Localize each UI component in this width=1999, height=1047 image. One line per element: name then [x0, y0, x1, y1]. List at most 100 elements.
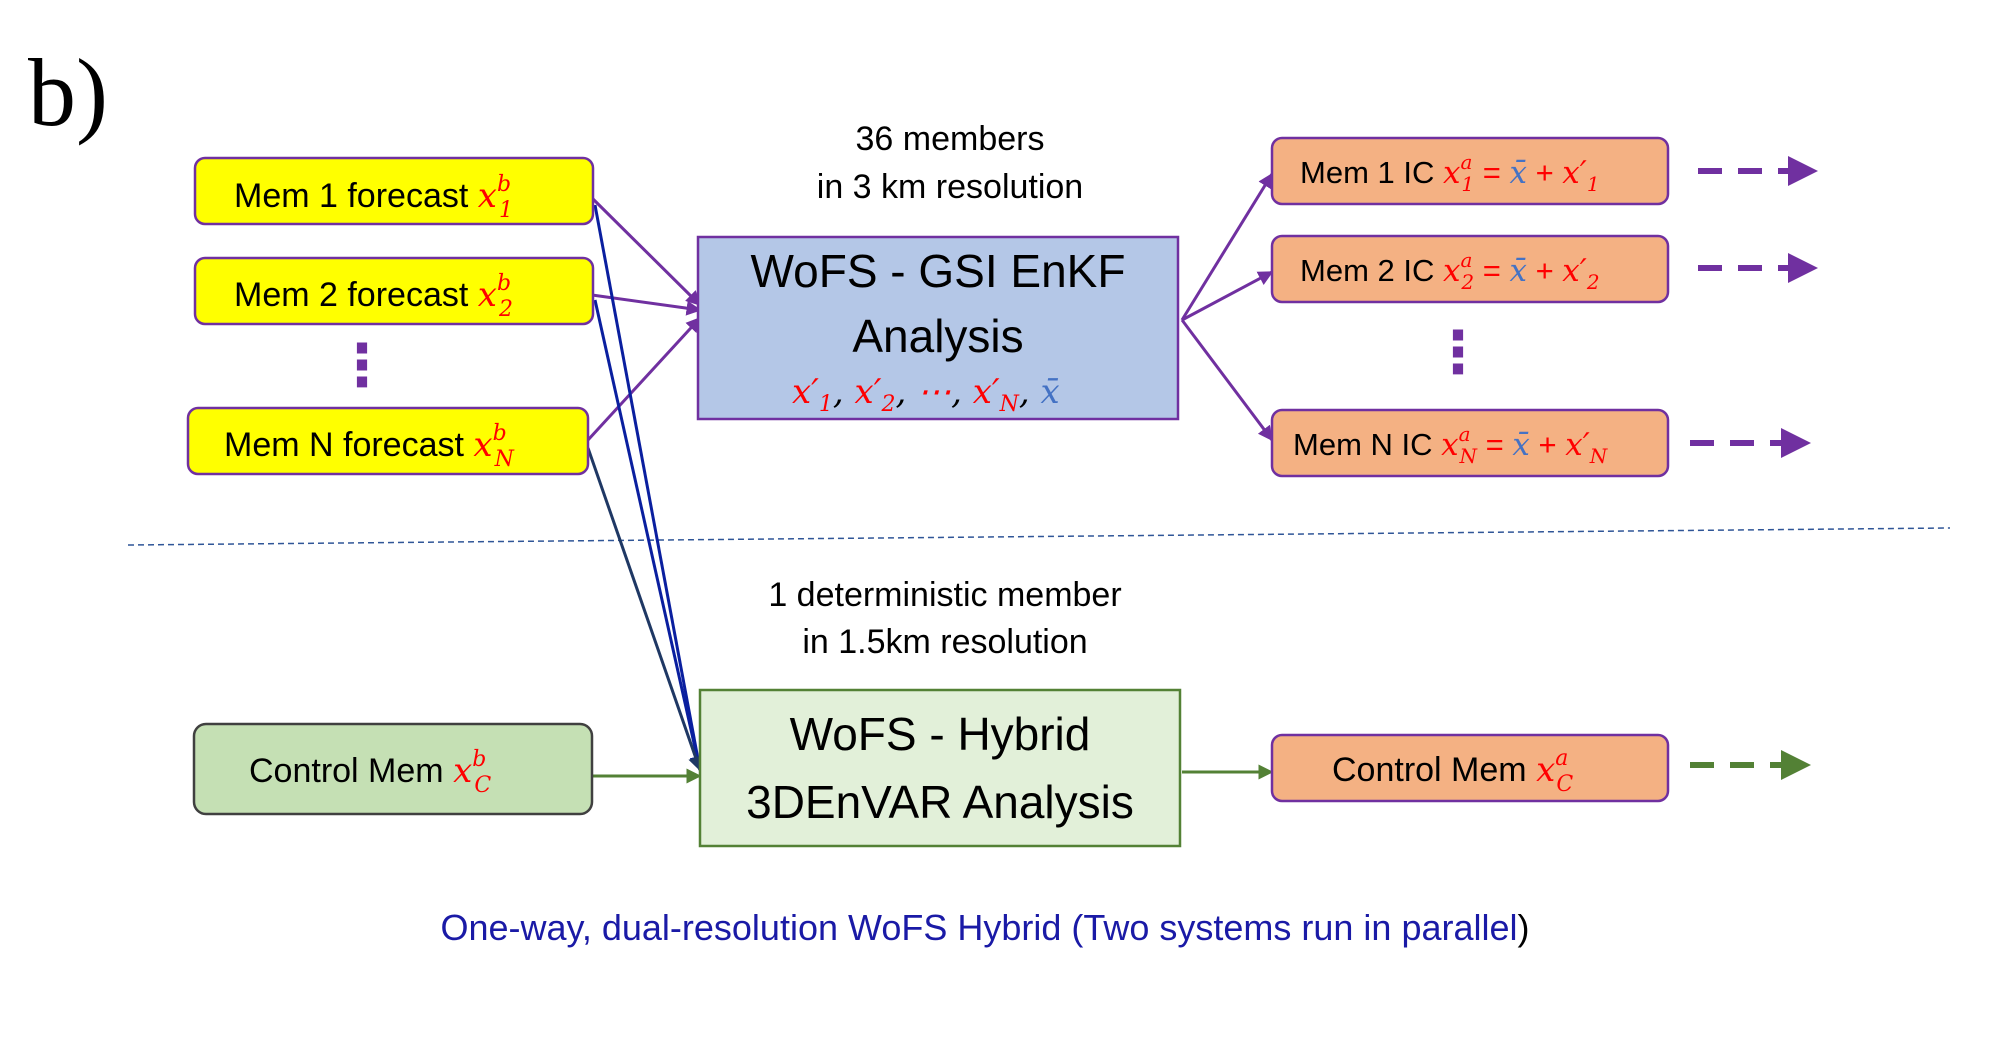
svg-text:Control Mem xaC: Control Mem xaC: [1332, 746, 1573, 797]
forecast-mem2-var: x: [478, 275, 497, 315]
svg-text:Mem 1 IC xa1 = x̄ + x′1: Mem 1 IC xa1 = x̄ + x′1: [1300, 150, 1600, 196]
top-caption-line1: 36 members: [856, 120, 1045, 158]
arrow-memN-to-enkf: [586, 316, 702, 442]
enkf-title-line2: Analysis: [852, 310, 1023, 362]
ic2-pert: x′: [1562, 253, 1587, 289]
forecast-memN-var: x: [473, 425, 492, 465]
arrow-mem1-to-hybrid: [593, 204, 705, 772]
forecast-mem1-sub: 1: [499, 198, 513, 223]
footer-caption: One-way, dual-resolution WoFS Hybrid (Tw…: [440, 907, 1529, 948]
top-caption-line2: in 3 km resolution: [817, 168, 1083, 206]
forecast-memN-sup: b: [493, 421, 507, 446]
ic1-label: Mem 1 IC: [1300, 155, 1443, 190]
forecast-control-label: Control Mem: [249, 752, 453, 790]
svg-text:Mem 2 IC xa2 = x̄ + x′2: Mem 2 IC xa2 = x̄ + x′2: [1300, 248, 1600, 294]
arrow-mem2-to-hybrid: [593, 299, 705, 772]
bottom-caption-line2: in 1.5km resolution: [802, 623, 1087, 661]
forecast-control-sub: C: [474, 773, 491, 798]
footer-caption-text: One-way, dual-resolution WoFS Hybrid (Tw…: [440, 907, 1517, 948]
icN-pert: x′: [1565, 427, 1590, 463]
right-vertical-ellipsis: ⋮: [1429, 320, 1487, 385]
enkf-to-ic-arrows: [1180, 172, 1274, 442]
ic2-label: Mem 2 IC: [1300, 253, 1443, 288]
ic-control-var: x: [1536, 750, 1555, 790]
ic2-lhs: x: [1443, 253, 1461, 289]
svg-text:Control Mem xbC: Control Mem xbC: [249, 747, 491, 798]
ic1-lhs: x: [1443, 155, 1461, 191]
footer-caption-close: ): [1518, 907, 1530, 948]
svg-text:Mem N forecast xbN: Mem N forecast xbN: [224, 421, 515, 472]
forecast-control-sup: b: [472, 747, 486, 772]
forecast-mem2-sub: 2: [498, 297, 513, 322]
forecast-mem1-label: Mem 1 forecast: [234, 177, 478, 215]
separator-line: [127, 527, 1951, 546]
arrow-mem1-to-enkf: [590, 196, 702, 307]
forecast-control-var: x: [453, 751, 472, 791]
ic1-eq: =: [1474, 155, 1509, 190]
svg-text:Mem 1 forecast xb1: Mem 1 forecast xb1: [234, 172, 513, 223]
icN-pert-sub: N: [1589, 444, 1609, 468]
icN-sup: a: [1459, 422, 1471, 446]
icN-lhs: x: [1441, 427, 1459, 463]
bottom-caption-line1: 1 deterministic member: [768, 576, 1121, 614]
enkf-pert-2-sub: 2: [880, 392, 895, 417]
ic-control-sub: C: [1556, 772, 1573, 797]
enkf-title-line1: WoFS - GSI EnKF: [751, 245, 1126, 297]
forecast-mem1-sup: b: [497, 172, 511, 197]
ic1-pert-sub: 1: [1587, 172, 1600, 196]
ic1-plus: +: [1527, 155, 1562, 190]
svg-text:Mem 2 forecast xb2: Mem 2 forecast xb2: [234, 271, 513, 322]
ic2-plus: +: [1527, 253, 1562, 288]
icN-eq: =: [1477, 427, 1512, 462]
forecast-memN-sub: N: [494, 447, 515, 472]
enkf-pert-1-sub: 1: [819, 392, 833, 417]
ic-control-label: Control Mem: [1332, 751, 1536, 789]
enkf-pert-N-sub: N: [999, 392, 1020, 417]
icN-plus: +: [1530, 427, 1565, 462]
enkf-perturbations: x′1, x′2, ⋯, x′N, x̄: [792, 372, 1060, 417]
forecast-mem1-var: x: [478, 176, 497, 216]
ic-control-sup: a: [1555, 746, 1568, 771]
arrow-memN-to-hybrid: [586, 447, 703, 772]
ic1-pert: x′: [1562, 155, 1587, 191]
enkf-mean: x̄: [1040, 372, 1059, 412]
arrow-enkf-to-ic1: [1180, 172, 1274, 321]
enkf-pert-2: x′: [855, 372, 882, 412]
enkf-pert-dots: ⋯: [917, 372, 951, 412]
arrow-enkf-to-ic2: [1181, 270, 1274, 322]
hybrid-title-line1: WoFS - Hybrid: [790, 708, 1091, 760]
ic2-sup: a: [1460, 248, 1472, 272]
enkf-analysis-box: WoFS - GSI EnKF Analysis x′1, x′2, ⋯, x′…: [696, 235, 1180, 421]
ensemble-to-hybrid-arrows: [586, 204, 705, 772]
forecast-mem2-label: Mem 2 forecast: [234, 276, 478, 314]
ic2-pert-sub: 2: [1586, 270, 1600, 294]
ic1-sub: 1: [1461, 172, 1474, 196]
ic1-sup: a: [1460, 150, 1472, 174]
ic2-mean: x̄: [1509, 253, 1527, 289]
left-vertical-ellipsis: ⋮: [333, 333, 391, 398]
panel-label: b): [28, 39, 108, 146]
enkf-pert-N: x′: [973, 372, 1000, 412]
hybrid-analysis-box: WoFS - Hybrid 3DEnVAR Analysis: [698, 688, 1182, 848]
forecast-mem2-sup: b: [497, 271, 511, 296]
arrow-mem2-to-enkf: [591, 293, 702, 316]
ensemble-to-enkf-arrows: [586, 196, 702, 442]
icN-mean: x̄: [1512, 427, 1530, 463]
icN-sub: N: [1459, 444, 1479, 468]
icN-label: Mem N IC: [1293, 427, 1441, 462]
enkf-pert-1: x′: [792, 372, 819, 412]
hybrid-title-line2: 3DEnVAR Analysis: [746, 776, 1134, 828]
arrow-enkf-to-icN: [1180, 319, 1274, 442]
ic2-sub: 2: [1460, 270, 1474, 294]
svg-text:Mem N IC xaN = x̄ + x′N: Mem N IC xaN = x̄ + x′N: [1293, 422, 1609, 468]
